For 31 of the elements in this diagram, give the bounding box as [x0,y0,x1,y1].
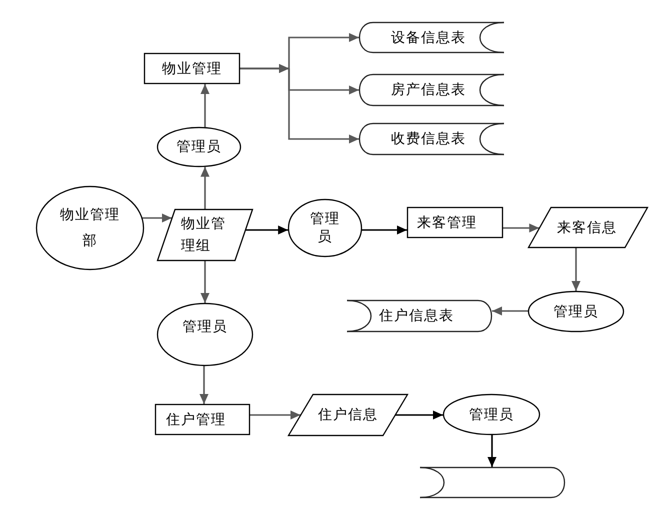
process-box: 住户管理 [155,404,250,435]
data-parallelogram: 来客信息 [528,207,648,248]
ellipse-node: 管理员 [528,291,624,332]
ellipse-node: 管理员 [443,394,540,435]
arrow [492,306,528,316]
arrow [503,224,540,232]
arrow [200,366,208,404]
data-store: 住户信息表 [347,300,492,332]
data-store: 收费信息表 [359,123,504,155]
data-store: 设备信息表 [359,22,504,53]
ellipse-node: 物业管理部 [36,186,144,270]
process-box: 物业管理 [144,53,240,84]
data-parallelogram: 物业管理组 [157,209,253,261]
arrow [240,64,359,144]
arrow [200,84,210,128]
ellipse-node: 管理员 [157,303,253,366]
data-store: 房产信息表 [359,74,504,106]
arrow [396,410,443,420]
arrow [200,166,210,209]
arrow [488,435,496,467]
arrow [246,226,288,234]
data-store [420,467,565,498]
ellipse-node: 管理员 [157,127,241,167]
data-parallelogram: 住户信息 [288,394,408,436]
arrow [572,248,580,291]
ellipse-node: 管理员 [288,199,362,257]
arrow [362,226,407,234]
arrow [250,410,300,420]
arrow [200,261,210,303]
process-box: 来客管理 [407,207,503,238]
arrow [142,214,172,222]
